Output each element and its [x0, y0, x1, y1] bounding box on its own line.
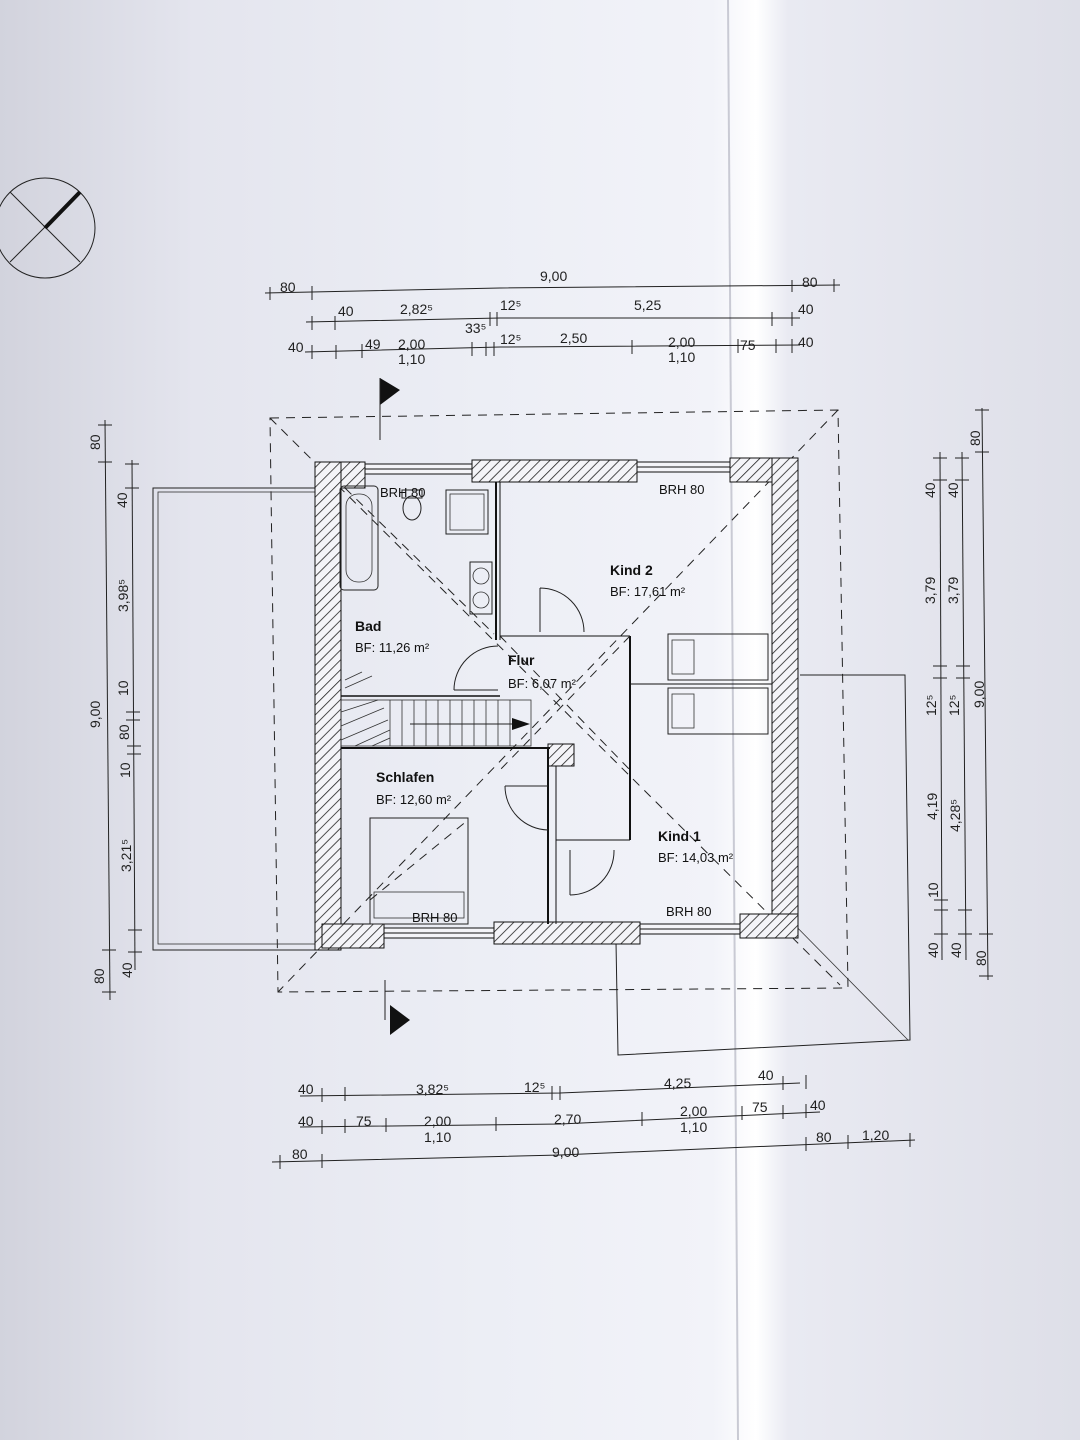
- north-compass-icon: [0, 177, 96, 279]
- double-bed: [369, 817, 469, 925]
- dim-right-a1: 40: [922, 482, 938, 498]
- dim-right-a2: 3,79: [922, 577, 938, 604]
- window-label-kind2: BRH 80: [659, 482, 705, 497]
- dim-left-i6: 3,21⁵: [118, 839, 134, 872]
- dim-top-3b: 49: [365, 336, 381, 352]
- room-area-flur: BF: 6,07 m²: [508, 676, 577, 691]
- dim-bot-1d: 4,25: [664, 1075, 691, 1091]
- dim-top-2e: 40: [798, 301, 814, 317]
- dim-top-3j: 40: [798, 334, 814, 350]
- dim-right-a3: 12⁵: [923, 695, 939, 716]
- dim-right-c1: 80: [967, 430, 983, 446]
- dim-left-i2: 3,98⁵: [115, 579, 131, 612]
- terrace-left: [152, 487, 322, 951]
- room-name-bad: Bad: [355, 618, 381, 634]
- dim-left-o3: 80: [91, 968, 107, 984]
- bathroom-fixtures: [339, 485, 493, 615]
- window-label-bad: BRH 80: [380, 485, 426, 500]
- dim-top-2f: 33⁵: [465, 320, 486, 336]
- dim-left-i4: 80: [116, 724, 132, 740]
- dim-bot-2a: 40: [298, 1113, 314, 1129]
- dim-top-3d: 1,10: [398, 351, 425, 367]
- room-name-schlafen: Schlafen: [376, 769, 434, 785]
- dim-bot-2e: 2,70: [554, 1111, 581, 1127]
- room-area-bad: BF: 11,26 m²: [355, 640, 430, 655]
- room-area-schlafen: BF: 12,60 m²: [376, 792, 452, 807]
- dim-bot-3a: 80: [292, 1146, 308, 1162]
- dim-bot-2f: 2,00: [680, 1103, 707, 1119]
- dim-right-b2: 3,79: [945, 577, 961, 604]
- dim-right-a5: 10: [925, 882, 941, 898]
- dimension-chain-right: [933, 407, 993, 981]
- dim-top-2c: 12⁵: [500, 297, 521, 313]
- dim-bot-2b: 75: [356, 1113, 372, 1129]
- dim-bot-1c: 12⁵: [524, 1079, 545, 1095]
- window-label-kind1: BRH 80: [666, 904, 712, 919]
- dim-right-a6: 40: [925, 942, 941, 958]
- dim-right-b3: 12⁵: [946, 695, 962, 716]
- dim-top-3e: 12⁵: [500, 331, 521, 347]
- dim-bot-2c: 2,00: [424, 1113, 451, 1129]
- dimension-chain-left: [98, 419, 142, 1001]
- dim-bot-2d: 1,10: [424, 1129, 451, 1145]
- dim-top-3c: 2,00: [398, 336, 425, 352]
- dim-left-i5: 10: [117, 762, 133, 778]
- dim-left-i3: 10: [115, 680, 131, 696]
- roof-outline: [269, 409, 849, 993]
- dimension-chain-top: [264, 279, 841, 359]
- dim-bot-3d: 1,20: [862, 1127, 889, 1143]
- dim-bot-2i: 40: [810, 1097, 826, 1113]
- room-area-kind2: BF: 17,61 m²: [610, 584, 686, 599]
- interior-walls: [341, 482, 772, 924]
- room-name-flur: Flur: [508, 652, 535, 668]
- dim-top-3a: 40: [288, 339, 304, 355]
- terrace-right: [615, 674, 911, 1056]
- dim-right-b5: 40: [948, 942, 964, 958]
- dim-top-3f: 2,50: [560, 330, 587, 346]
- dim-top-1b: 9,00: [540, 268, 567, 284]
- dim-left-i7: 40: [119, 962, 135, 978]
- dim-bot-1e: 40: [758, 1067, 774, 1083]
- beds-kids: [667, 633, 769, 735]
- window-label-schlafen: BRH 80: [412, 910, 458, 925]
- dim-bot-1b: 3,82⁵: [416, 1081, 449, 1097]
- dim-top-2b: 2,82⁵: [400, 301, 433, 317]
- dim-right-c2: 9,00: [971, 681, 987, 708]
- dim-right-c3: 80: [973, 950, 989, 966]
- dim-bot-3b: 9,00: [552, 1144, 579, 1160]
- dim-right-a4: 4,19: [924, 793, 940, 820]
- room-area-kind1: BF: 14,03 m²: [658, 850, 734, 865]
- dim-top-3h: 1,10: [668, 349, 695, 365]
- dim-top-1c: 80: [802, 274, 818, 290]
- dim-top-2d: 5,25: [634, 297, 661, 313]
- room-diagonals: [344, 487, 631, 771]
- dim-left-i1: 40: [114, 492, 130, 508]
- dim-top-3g: 2,00: [668, 334, 695, 350]
- dim-left-o1: 80: [87, 434, 103, 450]
- paper-fold: [727, 0, 739, 1440]
- room-name-kind1: Kind 1: [658, 828, 701, 844]
- dim-top-1a: 80: [280, 279, 296, 295]
- outer-walls: [314, 457, 799, 951]
- section-marker-top-icon: [380, 378, 400, 405]
- dim-top-3i: 75: [740, 337, 756, 353]
- dim-bot-3c: 80: [816, 1129, 832, 1145]
- staircase: [340, 671, 532, 747]
- dim-right-b1: 40: [945, 482, 961, 498]
- door-swings: [453, 587, 615, 896]
- room-name-kind2: Kind 2: [610, 562, 653, 578]
- dim-left-o2: 9,00: [87, 701, 103, 728]
- windows: [364, 461, 741, 939]
- dim-bot-1a: 40: [298, 1081, 314, 1097]
- dim-top-2a: 40: [338, 303, 354, 319]
- dim-bot-2g: 1,10: [680, 1119, 707, 1135]
- dim-bot-2h: 75: [752, 1099, 768, 1115]
- dim-right-b4: 4,28⁵: [947, 799, 963, 832]
- section-marker-bottom-icon: [390, 1005, 410, 1035]
- dimension-chain-bottom: [271, 1075, 916, 1169]
